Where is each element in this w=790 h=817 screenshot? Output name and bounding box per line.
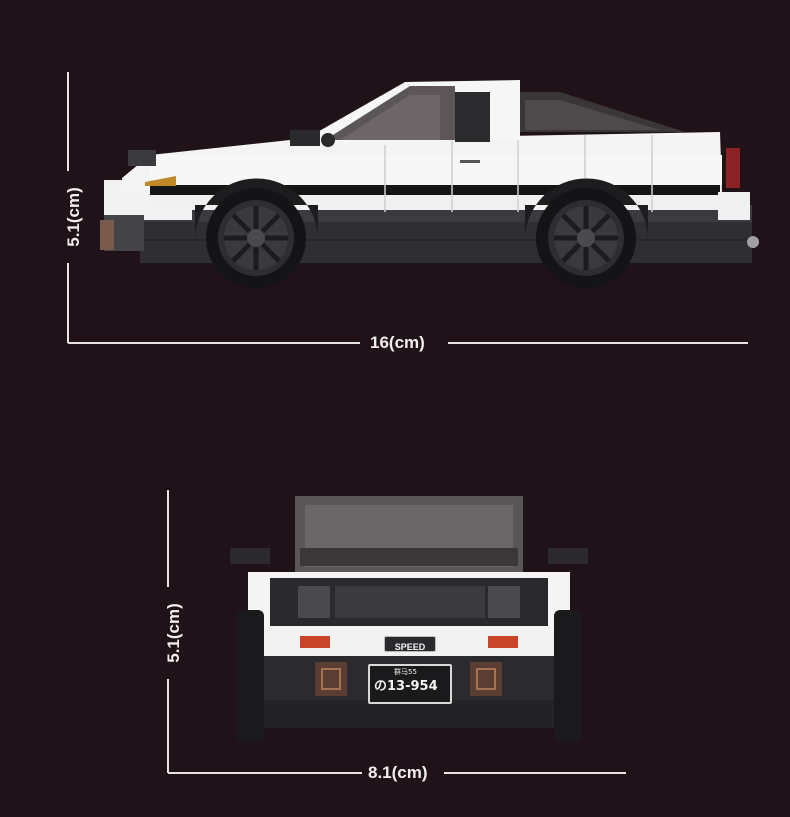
rear-height-label: 5.1(cm) <box>164 587 184 679</box>
front-wheel <box>206 188 306 288</box>
speed-badge: SPEED <box>384 636 436 652</box>
rear-wheel <box>536 188 636 288</box>
side-view-car <box>100 80 759 288</box>
speed-badge-text: SPEED <box>394 642 426 652</box>
license-plate: 群马55 の13-954 <box>368 664 452 704</box>
rear-view-car <box>230 496 588 742</box>
side-height-label: 5.1(cm) <box>64 171 84 263</box>
license-plate-number: の13-954 <box>374 679 438 694</box>
dimension-lines <box>67 72 748 774</box>
side-length-label: 16(cm) <box>364 333 431 353</box>
license-plate-top: 群马55 <box>394 668 417 676</box>
rear-width-label: 8.1(cm) <box>362 763 434 783</box>
